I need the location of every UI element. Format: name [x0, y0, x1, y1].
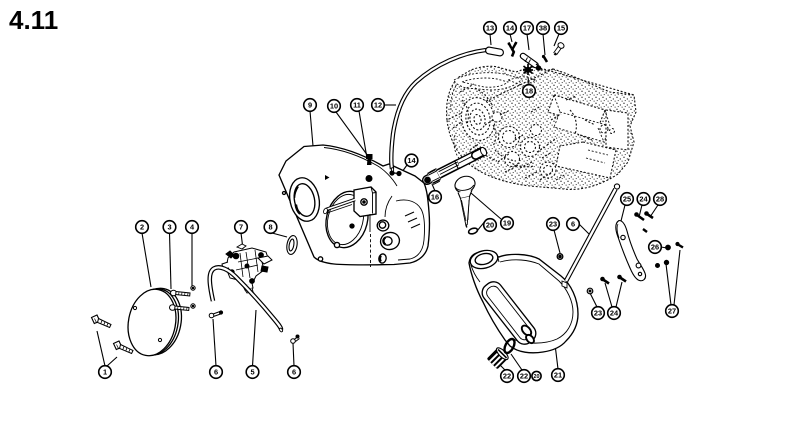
- svg-text:19: 19: [503, 219, 511, 228]
- svg-text:16: 16: [431, 193, 439, 202]
- svg-text:3: 3: [167, 223, 171, 232]
- svg-text:15: 15: [557, 24, 565, 33]
- svg-text:7: 7: [239, 223, 243, 232]
- svg-text:27: 27: [668, 307, 676, 316]
- svg-text:6: 6: [214, 368, 218, 377]
- svg-text:20: 20: [534, 374, 540, 380]
- svg-text:4: 4: [190, 223, 195, 232]
- svg-text:8: 8: [268, 223, 272, 232]
- svg-text:28: 28: [656, 195, 664, 204]
- svg-text:9: 9: [308, 101, 312, 110]
- svg-text:23: 23: [549, 220, 557, 229]
- svg-text:23: 23: [594, 309, 602, 318]
- svg-text:2: 2: [140, 223, 144, 232]
- svg-text:6: 6: [292, 368, 296, 377]
- svg-text:24: 24: [639, 195, 648, 204]
- svg-text:18: 18: [525, 87, 533, 96]
- svg-text:17: 17: [523, 24, 531, 33]
- svg-text:6: 6: [571, 220, 575, 229]
- svg-text:14: 14: [506, 24, 515, 33]
- svg-text:10: 10: [330, 102, 338, 111]
- svg-text:22: 22: [503, 372, 511, 381]
- svg-text:22: 22: [520, 372, 528, 381]
- svg-text:5: 5: [250, 368, 254, 377]
- svg-text:11: 11: [353, 101, 361, 110]
- svg-text:14: 14: [407, 156, 416, 165]
- svg-text:12: 12: [374, 101, 382, 110]
- svg-text:21: 21: [554, 371, 562, 380]
- svg-text:1: 1: [103, 368, 107, 377]
- svg-text:24: 24: [610, 309, 619, 318]
- svg-text:20: 20: [486, 221, 494, 230]
- svg-text:26: 26: [651, 243, 659, 252]
- svg-text:13: 13: [486, 24, 494, 33]
- svg-text:38: 38: [539, 24, 547, 33]
- svg-text:4.11: 4.11: [9, 5, 58, 35]
- svg-text:25: 25: [623, 195, 631, 204]
